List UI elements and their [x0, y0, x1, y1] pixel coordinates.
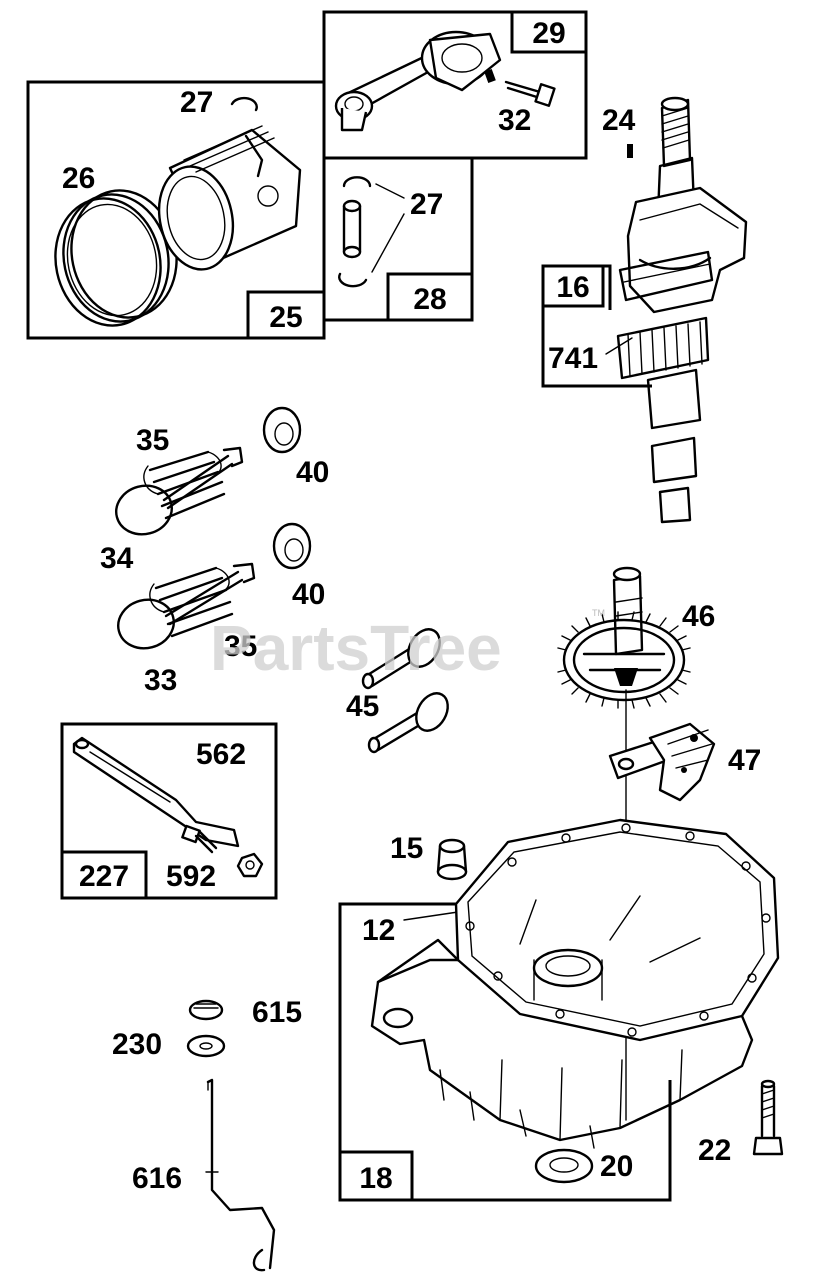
connecting-rod-part[interactable] [334, 30, 502, 132]
label-33[interactable]: 33 [144, 664, 177, 697]
governor-lever-part[interactable] [72, 736, 240, 848]
tappet-group: 45 [346, 624, 454, 754]
intake-valve-part[interactable] [111, 446, 244, 540]
label-741[interactable]: 741 [548, 342, 598, 375]
label-25[interactable]: 25 [269, 301, 302, 334]
label-47[interactable]: 47 [728, 744, 761, 777]
label-27b[interactable]: 27 [410, 188, 443, 221]
box-29-tag [510, 10, 588, 54]
label-616[interactable]: 616 [132, 1162, 182, 1195]
label-15[interactable]: 15 [390, 832, 423, 865]
label-18[interactable]: 18 [359, 1162, 392, 1195]
wrist-pin-part[interactable] [342, 199, 362, 259]
wrist-pin-group: 28 27 [322, 156, 474, 322]
label-592[interactable]: 592 [166, 860, 216, 893]
crankshaft-part[interactable] [616, 96, 748, 524]
label-35b[interactable]: 35 [224, 630, 257, 663]
washer-230-part[interactable] [186, 1034, 226, 1058]
box-16-tag [541, 264, 605, 308]
camshaft-gear-part[interactable] [557, 566, 691, 709]
label-29[interactable]: 29 [532, 17, 565, 50]
label-26[interactable]: 26 [62, 162, 95, 195]
key-24-part[interactable] [627, 144, 633, 158]
snap-ring-27b-top[interactable] [342, 176, 372, 188]
box-18-tag [338, 1150, 414, 1202]
label-45[interactable]: 45 [346, 690, 379, 723]
governor-lever-group: 227 562 592 [60, 722, 278, 900]
label-46[interactable]: 46 [682, 600, 715, 633]
oil-seal-20-part[interactable] [534, 1148, 594, 1184]
exhaust-valve-part[interactable] [113, 562, 256, 654]
label-227[interactable]: 227 [79, 860, 129, 893]
box-25-tag [246, 290, 326, 340]
crankcase-group: 18 12 20 [338, 818, 780, 1202]
label-40b[interactable]: 40 [292, 578, 325, 611]
crankcase-cover-part[interactable] [370, 818, 780, 1149]
piston-part[interactable] [150, 125, 302, 276]
crankshaft-group: 24 16 74 [541, 96, 748, 524]
label-230[interactable]: 230 [112, 1028, 162, 1061]
nut-592-part[interactable] [236, 852, 264, 878]
retainer-40a-part[interactable] [262, 406, 302, 454]
link-616-part[interactable] [205, 1078, 276, 1272]
connecting-rod-group: 29 32 [322, 10, 588, 160]
label-12[interactable]: 12 [362, 914, 395, 947]
bolt-32-part[interactable] [504, 80, 556, 107]
snap-ring-27b-bottom[interactable] [338, 272, 368, 288]
label-32[interactable]: 32 [498, 104, 531, 137]
nut-615-part[interactable] [188, 999, 224, 1021]
plug-group: 15 [390, 832, 468, 881]
snap-ring-27a[interactable] [230, 96, 258, 112]
label-28[interactable]: 28 [413, 283, 446, 316]
bolt-22-group: 22 [698, 1079, 784, 1167]
label-562[interactable]: 562 [196, 738, 246, 771]
governor-part[interactable] [608, 722, 716, 802]
label-22[interactable]: 22 [698, 1134, 731, 1167]
governor-group: 47 [608, 689, 761, 1121]
linkage-group: 615 230 616 [112, 996, 302, 1272]
label-27a[interactable]: 27 [180, 86, 213, 119]
tappet-45b-part[interactable] [367, 688, 454, 754]
tappet-45a-part[interactable] [361, 624, 446, 690]
box-28-tag [386, 272, 474, 322]
valve-spring-35a-part[interactable] [143, 450, 226, 520]
retainer-40b-part[interactable] [272, 522, 312, 570]
valve-group: 35 40 34 40 35 33 [100, 406, 329, 697]
piston-rings-group: 25 26 27 [26, 80, 326, 340]
label-35a[interactable]: 35 [136, 424, 169, 457]
screw-562-part[interactable] [181, 824, 218, 854]
box-227-frame [60, 722, 278, 900]
box-227-tag [60, 850, 148, 900]
label-24[interactable]: 24 [602, 104, 636, 137]
watermark-trademark: TM [592, 608, 605, 618]
camshaft-group: 46 [557, 566, 715, 709]
label-615[interactable]: 615 [252, 996, 302, 1029]
label-16[interactable]: 16 [556, 271, 589, 304]
valve-spring-35b-part[interactable] [149, 566, 234, 638]
bolt-22-part[interactable] [752, 1079, 784, 1156]
label-20[interactable]: 20 [600, 1150, 633, 1183]
label-40a[interactable]: 40 [296, 456, 329, 489]
watermark-text: PartsTree [210, 612, 502, 684]
label-34[interactable]: 34 [100, 542, 134, 575]
plug-15-part[interactable] [436, 838, 468, 881]
